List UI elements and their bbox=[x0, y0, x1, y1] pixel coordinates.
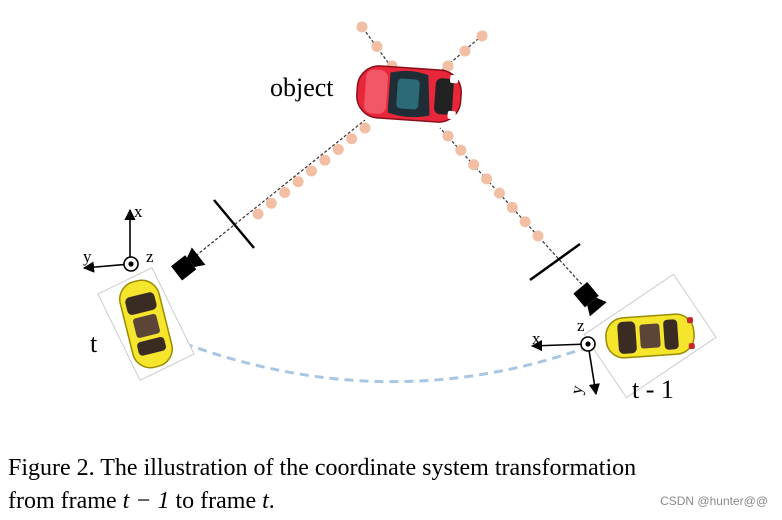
caption-line-1: Figure 2. The illustration of the coordi… bbox=[8, 452, 778, 485]
ray-sample-dot bbox=[493, 187, 505, 199]
ray-sample-dot bbox=[476, 30, 488, 42]
axis-label-z-t-minus-1: z bbox=[577, 316, 585, 335]
camera-icon-left bbox=[171, 247, 206, 281]
ray-sample-dot bbox=[468, 159, 480, 171]
object-label: object bbox=[270, 73, 334, 102]
figure-caption: Figure 2. The illustration of the coordi… bbox=[8, 452, 778, 518]
camera-icon-right bbox=[573, 282, 607, 317]
caption-line2-end: . bbox=[268, 488, 275, 514]
trajectory-dashed-curve bbox=[169, 336, 586, 384]
axis-label-y-t: y bbox=[83, 247, 92, 266]
ray-sample-dot bbox=[455, 144, 467, 156]
frame-t-label: t bbox=[90, 329, 98, 358]
caption-line2-start: from frame bbox=[8, 488, 123, 514]
ego-car-t bbox=[97, 267, 195, 381]
axis-label-x-t: x bbox=[134, 202, 143, 221]
caption-line2-mid: to frame bbox=[169, 488, 263, 514]
object-car bbox=[356, 65, 462, 123]
ray-sample-dot bbox=[359, 122, 371, 134]
image-plane-right bbox=[529, 242, 581, 282]
ego-car-t-minus-1 bbox=[583, 273, 717, 399]
ray-sample-dots bbox=[252, 21, 544, 242]
ray-sample-dot bbox=[279, 187, 291, 198]
axis-label-y-t-minus-1: y bbox=[566, 384, 586, 396]
ray-sample-dot bbox=[332, 144, 344, 155]
ray-left-dashed bbox=[187, 119, 366, 263]
ray-sample-dot bbox=[519, 216, 531, 228]
ray-sample-dot bbox=[292, 176, 304, 188]
coordinate-frame-t-minus-1 bbox=[530, 336, 600, 396]
caption-line1-text: The illustration of the coordinate syste… bbox=[100, 455, 637, 481]
ray-sample-dot bbox=[442, 60, 454, 72]
ray-sample-dot bbox=[356, 21, 368, 33]
watermark: CSDN @hunter@@ bbox=[660, 494, 768, 508]
figure-illustration: x y z x y z object t t - 1 bbox=[82, 21, 717, 404]
ray-sample-dot bbox=[252, 208, 264, 220]
ray-sample-dot bbox=[306, 165, 317, 177]
ray-sample-dot bbox=[346, 133, 358, 145]
ray-sample-dot bbox=[265, 197, 277, 209]
frame-t-minus-1-label: t - 1 bbox=[632, 375, 674, 404]
ray-sample-dot bbox=[319, 154, 331, 166]
ray-sample-dot bbox=[459, 45, 471, 57]
ray-sample-dot bbox=[442, 130, 454, 142]
ray-sample-dot bbox=[506, 201, 518, 213]
axis-label-x-t-minus-1: x bbox=[532, 329, 541, 348]
caption-t: t bbox=[262, 488, 269, 514]
ray-sample-dot bbox=[481, 173, 493, 185]
image-plane-left bbox=[213, 199, 255, 249]
axis-label-z-t: z bbox=[146, 247, 154, 266]
caption-t-minus-1: t − 1 bbox=[122, 488, 170, 514]
ray-sample-dot bbox=[532, 230, 544, 242]
coordinate-frame-t bbox=[82, 208, 139, 273]
caption-line-2: from frame t − 1 to frame t. bbox=[8, 485, 778, 518]
caption-prefix: Figure 2. bbox=[8, 455, 95, 481]
ray-sample-dot bbox=[371, 41, 383, 52]
